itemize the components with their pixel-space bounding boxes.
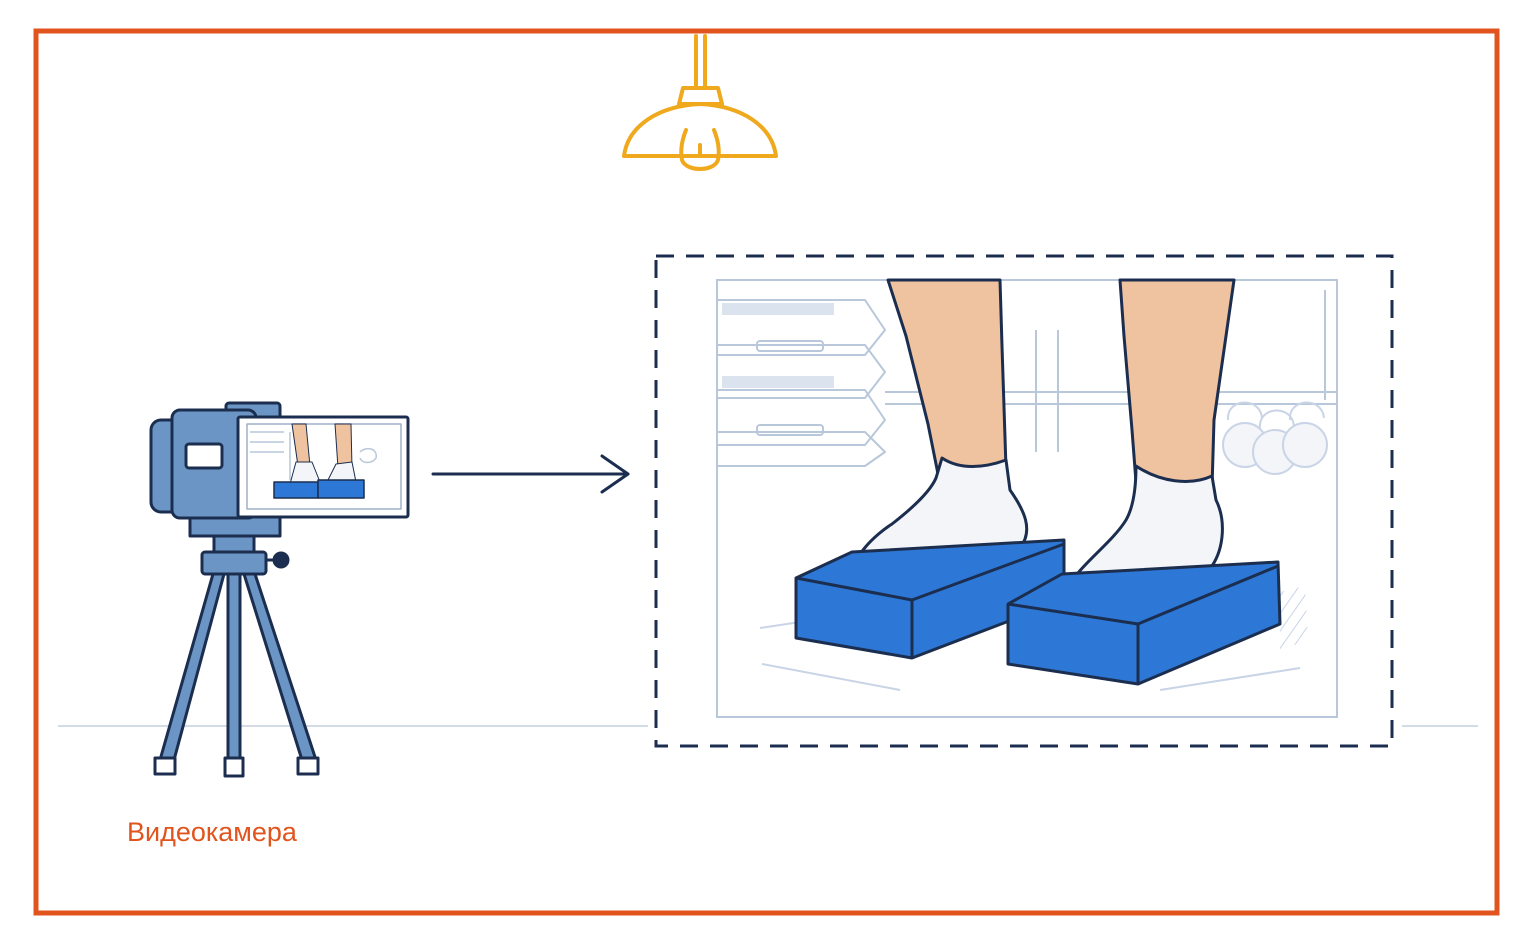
arrow-right-icon <box>431 454 630 494</box>
feet-on-balance-pads-illustration <box>716 278 1338 718</box>
video-camera-icon <box>149 401 410 538</box>
tripod-icon <box>153 532 320 778</box>
outer-frame <box>33 28 1500 916</box>
ceiling-lamp-icon <box>622 34 778 171</box>
target-frame <box>654 254 1394 748</box>
camera-label: Видеокамера <box>127 817 297 847</box>
